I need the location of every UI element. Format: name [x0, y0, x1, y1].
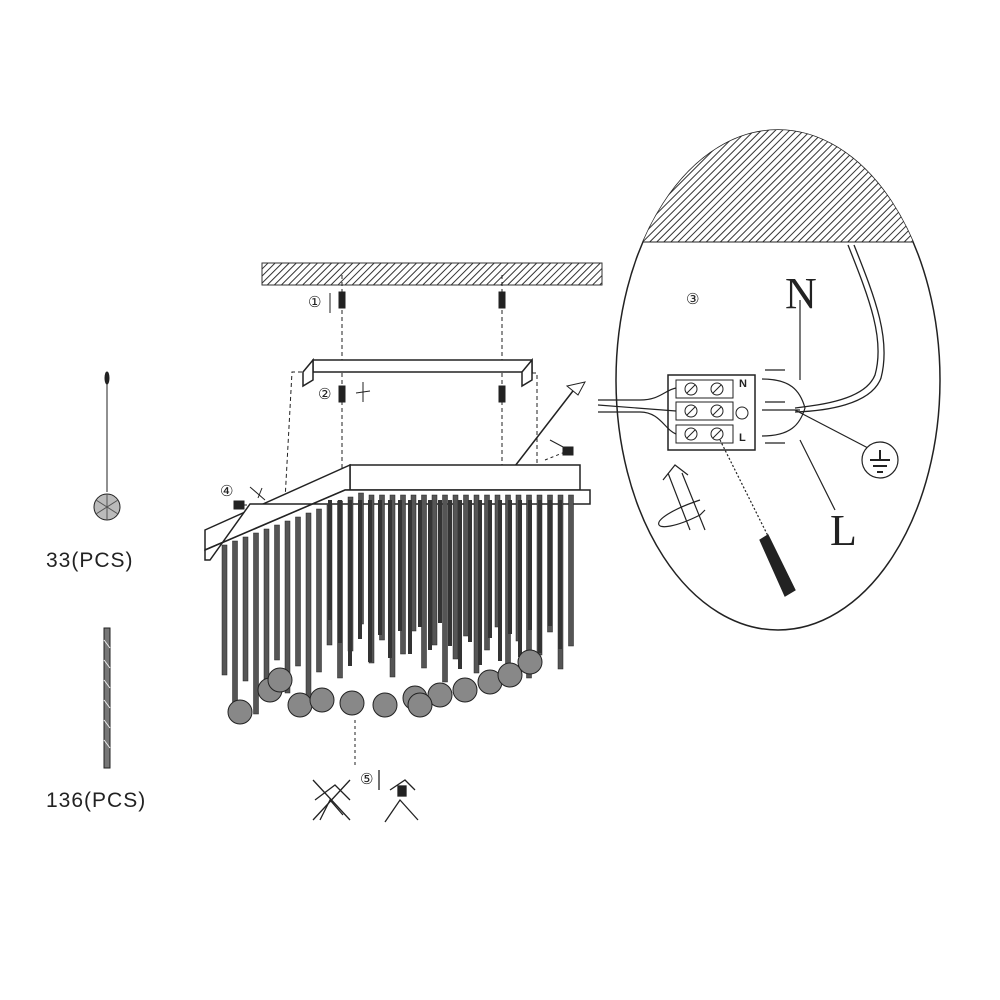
crystal-strand	[408, 500, 412, 654]
alignment-guides	[284, 371, 538, 501]
crystal-ball	[309, 687, 335, 713]
crystal-strand	[338, 500, 342, 643]
crystal-strand	[568, 494, 574, 647]
crystal-strand	[468, 500, 472, 642]
crystal-strand	[548, 500, 552, 626]
crystal-strand	[274, 524, 280, 661]
step-2-marker: ②	[318, 385, 332, 403]
pendant-count-label: 33(PCS)	[46, 549, 134, 572]
mounting-bracket	[302, 357, 533, 388]
crystal-strand	[518, 500, 522, 657]
step-4-marker: ④	[220, 482, 234, 500]
crystal-strand	[398, 500, 402, 631]
crystal-ball	[372, 692, 398, 718]
crystal-strand	[488, 500, 492, 638]
crystal-strand	[558, 500, 562, 649]
step-5-marker: ⑤	[360, 770, 374, 788]
crystal-strand	[458, 500, 462, 669]
crystal-strand	[253, 532, 259, 715]
crystal-strand-part	[103, 627, 111, 769]
crystal-ball	[517, 649, 543, 675]
crystal-strand	[316, 508, 322, 673]
crystal-strand	[242, 536, 249, 682]
crystal-ball	[287, 692, 313, 718]
crystal-strand	[442, 494, 448, 683]
crystal-ball	[452, 677, 478, 703]
terminal-neutral-label: N	[739, 378, 747, 390]
ceiling-anchors	[329, 275, 506, 485]
crystal-strand	[221, 544, 228, 676]
step-1-marker: ①	[308, 293, 322, 311]
crystal-strand	[368, 500, 372, 662]
crystal-ball-pendant-part	[93, 371, 121, 521]
canopy	[204, 463, 591, 561]
wiring-detail	[597, 129, 941, 631]
crystal-strand	[232, 540, 238, 709]
crystal-strand	[431, 494, 438, 646]
crystal-ball	[427, 682, 453, 708]
terminal-block	[667, 374, 756, 451]
crystal-balls	[227, 649, 543, 725]
crystal-strand	[358, 500, 362, 639]
crystal-ball	[339, 690, 365, 716]
crystal-ball	[497, 662, 523, 688]
crystal-strand	[452, 494, 459, 660]
crystal-strand	[378, 500, 382, 635]
step-3-marker: ③	[686, 290, 700, 308]
detail-arrow	[514, 386, 577, 467]
crystal-strand	[418, 500, 422, 627]
bulb-install-icons	[312, 770, 419, 823]
crystal-strand	[448, 500, 452, 646]
crystal-strand	[508, 500, 512, 634]
neutral-label: N	[785, 269, 817, 318]
crystal-strand	[463, 494, 469, 637]
crystal-strand	[295, 516, 301, 667]
crystal-strand	[348, 500, 352, 666]
crystal-strand	[305, 512, 312, 700]
live-label: L	[830, 506, 857, 555]
crystal-ball	[267, 667, 293, 693]
crystal-strand	[428, 500, 432, 650]
terminal-live-label: L	[739, 432, 746, 444]
crystal-ball	[227, 699, 253, 725]
strand-count-label: 136(PCS)	[46, 789, 147, 812]
crystal-strand	[528, 500, 532, 630]
crystal-strand	[421, 494, 427, 669]
crystal-strand	[284, 520, 291, 694]
crystal-strands	[221, 492, 574, 715]
crystal-strand	[328, 500, 332, 620]
crystal-strand	[478, 500, 482, 665]
crystal-strand	[388, 500, 392, 658]
crystal-strand	[438, 500, 442, 623]
crystal-strand	[498, 500, 502, 661]
crystal-strand	[263, 528, 270, 688]
side-screws	[233, 439, 574, 510]
ceiling	[261, 262, 603, 286]
crystal-strand	[538, 500, 542, 653]
crystal-ball	[407, 692, 433, 718]
